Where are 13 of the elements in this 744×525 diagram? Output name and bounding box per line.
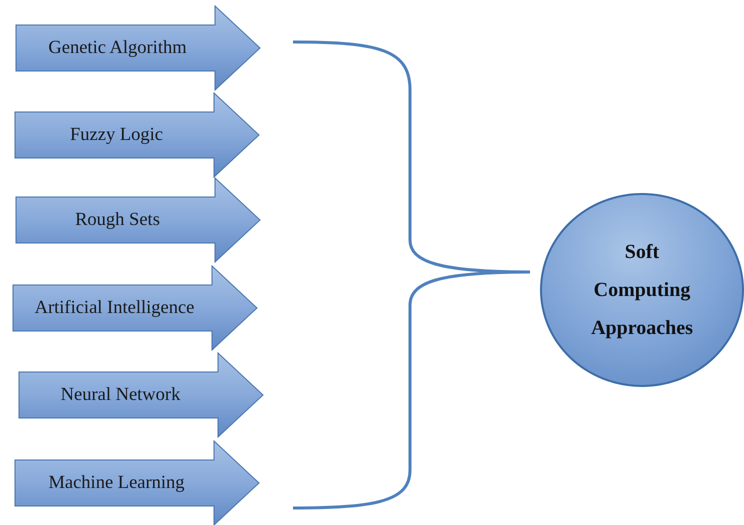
topic-box [14,92,261,178]
topic-box [15,5,262,91]
circle-label: Soft Computing Approaches [590,240,694,341]
topic-box [15,177,262,263]
arrow-label: Artificial Intelligence [34,296,196,320]
arrow-label: Genetic Algorithm [47,36,188,60]
arrow-label: Machine Learning [47,472,186,494]
arrow-label: Fuzzy Logic [69,124,164,146]
topic-box [14,440,261,525]
topic-box [18,352,265,438]
arrow-label: Neural Network [60,384,182,406]
topic-box [12,265,259,351]
arrow-label: Rough Sets [74,208,161,232]
